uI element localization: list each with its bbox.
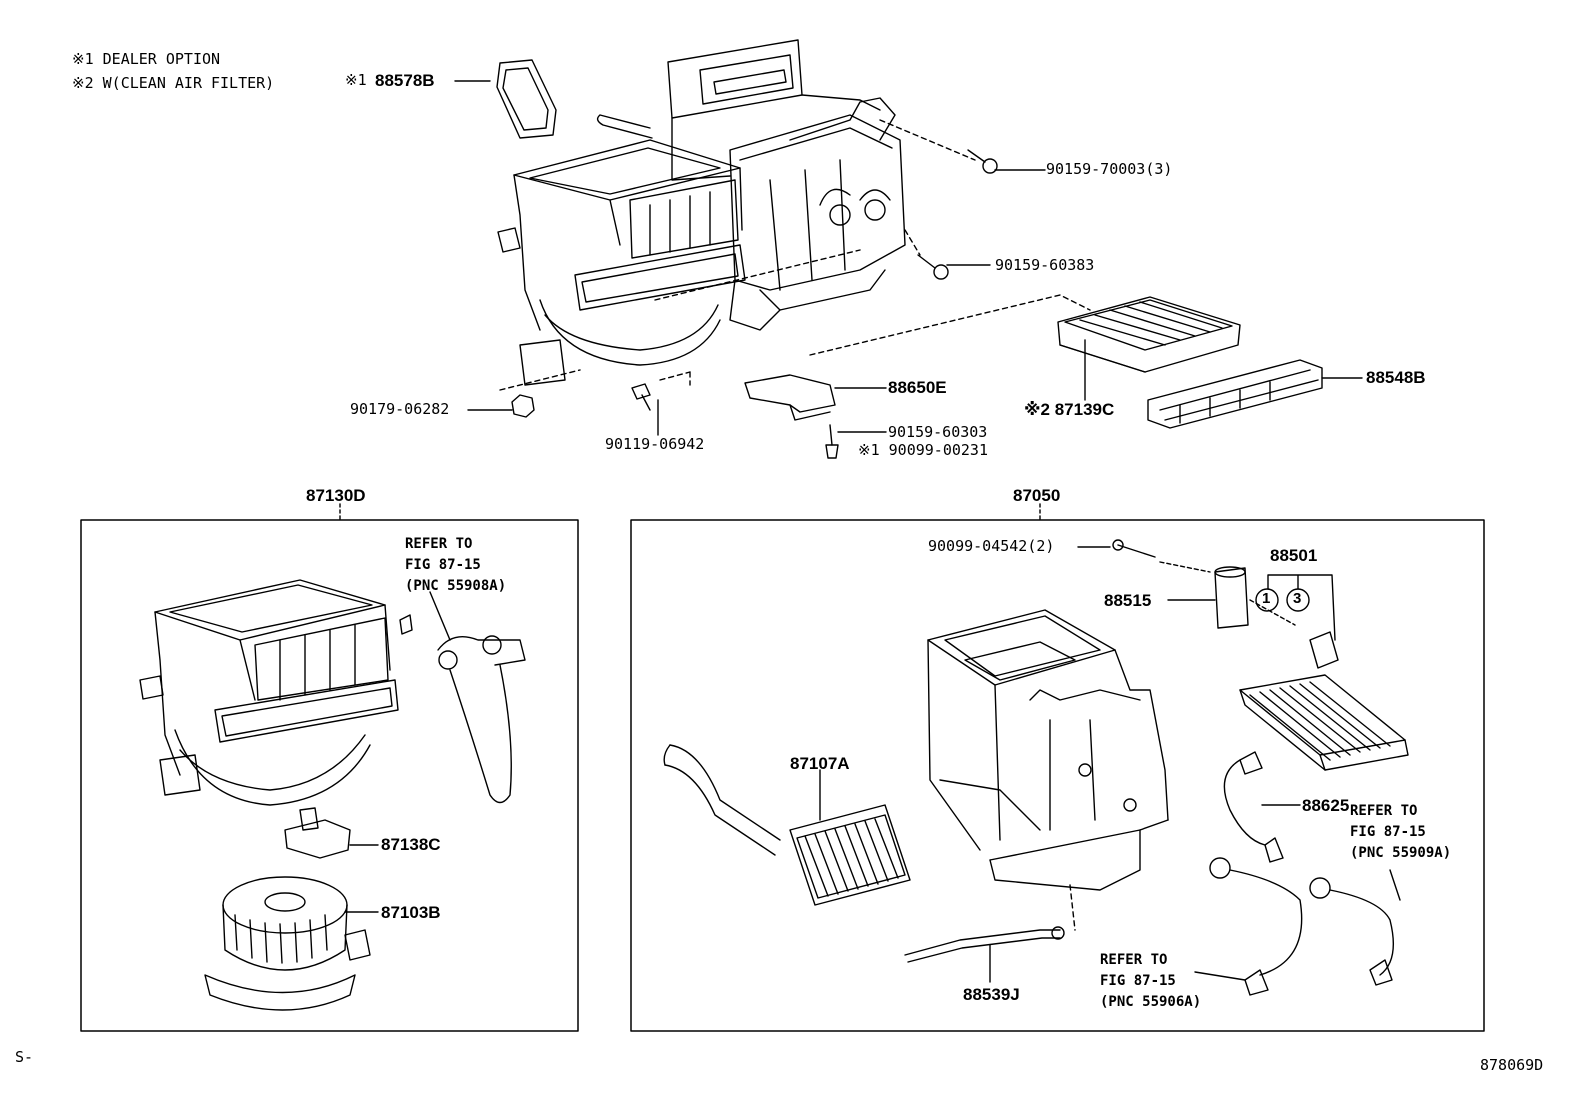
part-87103b-label[interactable]: 87103B [381,903,441,922]
right-refer-b-line2[interactable]: FIG 87-15 [1100,973,1176,989]
part-87138c-label[interactable]: 87138C [381,835,441,854]
o-ring-circles-drawing [1255,574,1336,641]
filter-cover-88548b-drawing [1147,359,1323,429]
nut-90179-06282-drawing [511,394,535,418]
left-refer-line2[interactable]: FIG 87-15 [405,557,481,573]
part-90099-00231-label[interactable]: ※1 90099-00231 [858,441,988,459]
hose-88539j-drawing [904,926,1065,963]
blower-motor-87103b-drawing [204,876,371,1011]
blower-unit-87130d-drawing [139,579,413,806]
part-90159-60303-label[interactable]: 90159-60303 [888,423,988,441]
sensor-88625-drawing [1223,751,1284,863]
evaporator-88501-drawing [1239,631,1409,771]
part-88515-label[interactable]: 88515 [1104,591,1152,610]
part-90099-04542-label[interactable]: 90099-04542(2) [928,537,1055,555]
footer-left-code: S- [15,1048,34,1066]
figure-number: 878069D [1480,1056,1544,1074]
part-88578b-label[interactable]: 88578B [375,71,435,90]
part-88501-label[interactable]: 88501 [1270,546,1318,565]
right-refer-a-line2[interactable]: FIG 87-15 [1350,824,1426,840]
left-refer-line1: REFER TO [405,536,473,552]
part-90159-70003-label[interactable]: 90159-70003(3) [1046,160,1173,178]
part-87139c-label[interactable]: ※2 87139C [1024,400,1115,419]
part-88548b-label[interactable]: 88548B [1366,368,1426,387]
right-refer-b-line1: REFER TO [1100,952,1168,968]
bolt-90159-60383-drawing [917,254,949,280]
part-90119-06942-label[interactable]: 90119-06942 [605,435,705,453]
resistor-87138c-drawing [284,807,351,859]
screw-90159-60303-drawing [825,424,839,459]
part-90159-60383-label[interactable]: 90159-60383 [995,256,1095,274]
heater-case-87050-drawing [927,609,1169,931]
right-box-frame [630,519,1485,1032]
bolt-90099-04542-drawing [1112,539,1156,558]
part-88625-label[interactable]: 88625 [1302,796,1350,815]
expansion-valve-88515-drawing [1214,566,1249,629]
circle-3-label: 3 [1293,590,1302,607]
duct-gasket-88578b-drawing [496,59,557,139]
left-box-frame [80,519,579,1032]
left-refer-line3: (PNC 55908A) [405,578,507,594]
circle-1-label: 1 [1262,590,1271,607]
part-88650e-label[interactable]: 88650E [888,378,947,397]
right-box-title[interactable]: 87050 [1013,486,1061,505]
note-clean-air-filter: ※2 W(CLEAN AIR FILTER) [72,74,275,92]
air-filter-87139c-drawing [1057,296,1241,373]
actuator-right-drawing [1209,857,1394,996]
part-87107a-label[interactable]: 87107A [790,754,850,773]
left-box-title[interactable]: 87130D [306,486,366,505]
right-refer-b-line3: (PNC 55906A) [1100,994,1202,1010]
bolt-90159-70003-drawing [967,149,998,174]
actuator-left-drawing [437,635,526,804]
part-88539j-label[interactable]: 88539J [963,985,1020,1004]
mark-88578b: ※1 [345,71,367,89]
heater-unit-assembly-drawing [496,39,1091,391]
right-refer-a-line3: (PNC 55909A) [1350,845,1452,861]
bolt-90119-06942-drawing [631,383,651,411]
bracket-88650e-drawing [744,374,836,421]
heater-core-87107a-drawing [663,744,911,906]
right-refer-a-line1: REFER TO [1350,803,1418,819]
part-90179-06282-label[interactable]: 90179-06282 [350,400,450,418]
note-dealer-option: ※1 DEALER OPTION [72,50,221,68]
